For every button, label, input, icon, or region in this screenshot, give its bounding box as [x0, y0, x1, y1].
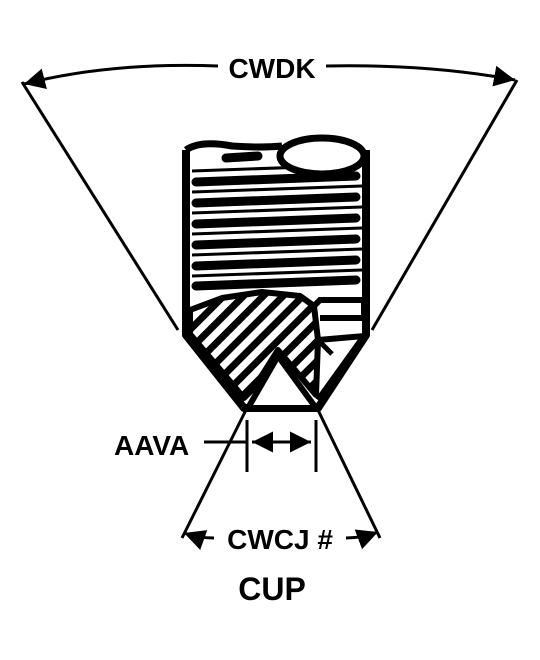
diagram-caption: CUP [238, 571, 306, 607]
cwdk-arc-right [325, 64, 516, 87]
section-middle-line [316, 338, 334, 356]
cwcj-extension-right [316, 409, 382, 539]
cwcj-arc-left [183, 530, 215, 550]
cwdk-extension-line-left [20, 81, 180, 331]
aava-label: AAVA [114, 430, 189, 461]
thread-grooves [191, 151, 361, 291]
cwdk-arc-left [23, 63, 219, 89]
cwcj-extension-left [180, 409, 248, 539]
screw-body [182, 134, 371, 412]
cwcj-arc-right [345, 529, 379, 550]
cylinder-top-ellipse [276, 134, 368, 178]
cwcj-label: CWCJ # [227, 524, 333, 555]
cup-point-chamfer [315, 332, 371, 402]
cwcj-dimension: CWCJ # [180, 409, 382, 555]
screw-top-edge [183, 140, 283, 153]
section-cut-edge [311, 297, 367, 321]
cwdk-extension-line-right [370, 79, 519, 331]
aava-dimension: AAVA [114, 420, 318, 472]
hatched-section [187, 289, 321, 401]
cwdk-label: CWDK [228, 53, 315, 84]
cwdk-dimension: CWDK [20, 53, 519, 331]
cup-cavity [245, 353, 319, 411]
